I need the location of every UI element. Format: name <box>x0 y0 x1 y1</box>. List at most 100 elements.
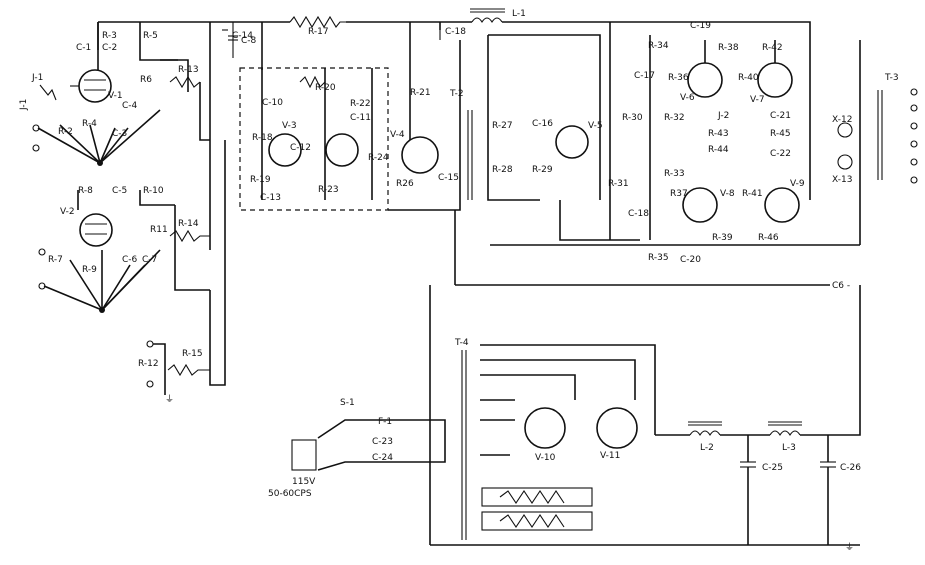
label-v9: V-9 <box>790 179 805 189</box>
label-c24: C-24 <box>372 453 393 463</box>
label-r41: R-41 <box>742 189 763 199</box>
label-r39: R-39 <box>712 233 733 243</box>
capacitor-c14: C-14 <box>222 29 253 41</box>
label-c22: C-22 <box>770 149 791 159</box>
label-r22: R-22 <box>350 99 371 109</box>
label-r10: R-10 <box>143 186 164 196</box>
label-c20: C-20 <box>680 255 701 265</box>
label-c13: C-13 <box>260 193 281 203</box>
label-r46: R-46 <box>758 233 779 243</box>
tube-v6 <box>687 62 723 98</box>
label-v6: V-6 <box>680 93 695 103</box>
label-c12: C-12 <box>290 143 311 153</box>
top-bus-wiring <box>97 21 811 250</box>
label-c5: C-5 <box>112 186 127 196</box>
v4-stage: R-21 V-4 R26 C-15 <box>388 22 461 211</box>
label-r9: R-9 <box>82 265 97 275</box>
label-v10: V-10 <box>535 453 556 463</box>
label-r38: R-38 <box>718 43 739 53</box>
capacitor-c18: C-18 <box>439 27 466 40</box>
label-r45: R-45 <box>770 129 791 139</box>
label-c11: C-11 <box>350 113 371 123</box>
label-c6-minus: C6 - <box>832 281 850 291</box>
choke-l1: L-1 <box>470 8 526 24</box>
transformer-t3: T-3 X-12 X-13 <box>832 40 918 245</box>
input-r12-r15: R-12 R-15 ⏚ <box>138 140 226 405</box>
label-l1: L-1 <box>512 9 526 19</box>
label-j2: J-2 <box>717 111 729 121</box>
label-c26: C-26 <box>840 463 861 473</box>
label-r26: R26 <box>396 179 414 189</box>
tube-v4 <box>401 136 439 174</box>
label-v4: V-4 <box>390 130 405 140</box>
label-r30: R-30 <box>622 113 643 123</box>
label-v1: V-1 <box>108 91 123 101</box>
label-r19: R-19 <box>250 175 271 185</box>
label-s1: S-1 <box>340 398 355 408</box>
label-c4: C-4 <box>122 101 138 111</box>
label-r36: R-36 <box>668 73 689 83</box>
power-supply: T-4 V-10 V-11 L-2 L-3 C-25 C-26 <box>268 285 861 553</box>
label-r15: R-15 <box>182 349 203 359</box>
label-x12: X-12 <box>832 115 852 125</box>
label-r33: R-33 <box>664 169 685 179</box>
tube-v3b <box>325 133 359 167</box>
svg-text:⏚: ⏚ <box>165 394 174 405</box>
label-c25: C-25 <box>762 463 783 473</box>
label-r35: R-35 <box>648 253 669 263</box>
label-r28: R-28 <box>492 165 513 175</box>
label-r40: R-40 <box>738 73 759 83</box>
label-v7: V-7 <box>750 95 765 105</box>
label-j1: J-1 <box>31 73 43 83</box>
label-c8: C-8 <box>241 36 257 46</box>
v5-stage: R-27 C-16 V-5 R-28 R-29 <box>487 34 640 241</box>
v2-stage: R-8 C-5 R-10 V-2 R11 R-14 R-7 R-9 C-6 C-… <box>38 186 210 313</box>
label-r7: R-7 <box>48 255 63 265</box>
label-c16: C-16 <box>532 119 553 129</box>
common-return <box>429 210 456 545</box>
label-x13: X-13 <box>832 175 852 185</box>
output-stage-bottom: R-31 R-33 R37 V-8 R-41 V-9 C-18 R-39 R-4… <box>455 169 860 291</box>
label-r37: R37 <box>670 189 688 199</box>
label-c18: C-18 <box>445 27 466 37</box>
label-c1: C-1 <box>76 43 91 53</box>
label-t3: T-3 <box>884 73 899 83</box>
label-r14: R-14 <box>178 219 199 229</box>
tube-v3 <box>268 133 302 167</box>
label-r27: R-27 <box>492 121 513 131</box>
label-v2: V-2 <box>60 207 75 217</box>
label-r34: R-34 <box>648 41 669 51</box>
j1-terminal-text: J-1 <box>19 99 29 111</box>
label-r12: R-12 <box>138 359 159 369</box>
label-f1: F-1 <box>378 417 392 427</box>
tube-v7 <box>757 62 793 98</box>
tube-v1 <box>78 69 112 103</box>
label-c19: C-19 <box>690 21 711 31</box>
output-stage-top: R-34 C-19 R-38 R-42 C-17 R-36 V-6 R-40 V… <box>609 21 793 240</box>
label-t2: T-2 <box>449 89 464 99</box>
tube-v10 <box>524 407 566 449</box>
resistor-r17: R-17 <box>289 15 346 37</box>
label-r4: R-4 <box>82 119 97 129</box>
label-v8: V-8 <box>720 189 735 199</box>
label-mains: 115V <box>292 477 316 487</box>
label-c15: C-15 <box>438 173 459 183</box>
label-r44: R-44 <box>708 145 729 155</box>
label-c2: C-2 <box>102 43 117 53</box>
label-c6: C-6 <box>122 255 138 265</box>
label-c23: C-23 <box>372 437 393 447</box>
label-r23: R-23 <box>318 185 339 195</box>
label-r29: R-29 <box>532 165 553 175</box>
label-t4: T-4 <box>454 338 469 348</box>
label-c18b: C-18 <box>628 209 649 219</box>
label-r13: R-13 <box>178 65 199 75</box>
label-r32: R-32 <box>664 113 685 123</box>
v3-subassembly: C-10 R-20 V-3 R-22 C-11 R-18 C-12 R-19 C… <box>239 67 389 211</box>
label-r43: R-43 <box>708 129 729 139</box>
label-v3: V-3 <box>282 121 297 131</box>
svg-text:⏚: ⏚ <box>845 542 854 553</box>
capacitor-c8: C-8 <box>228 22 257 58</box>
tube-v5 <box>555 125 589 159</box>
label-freq: 50-60CPS <box>268 489 312 499</box>
